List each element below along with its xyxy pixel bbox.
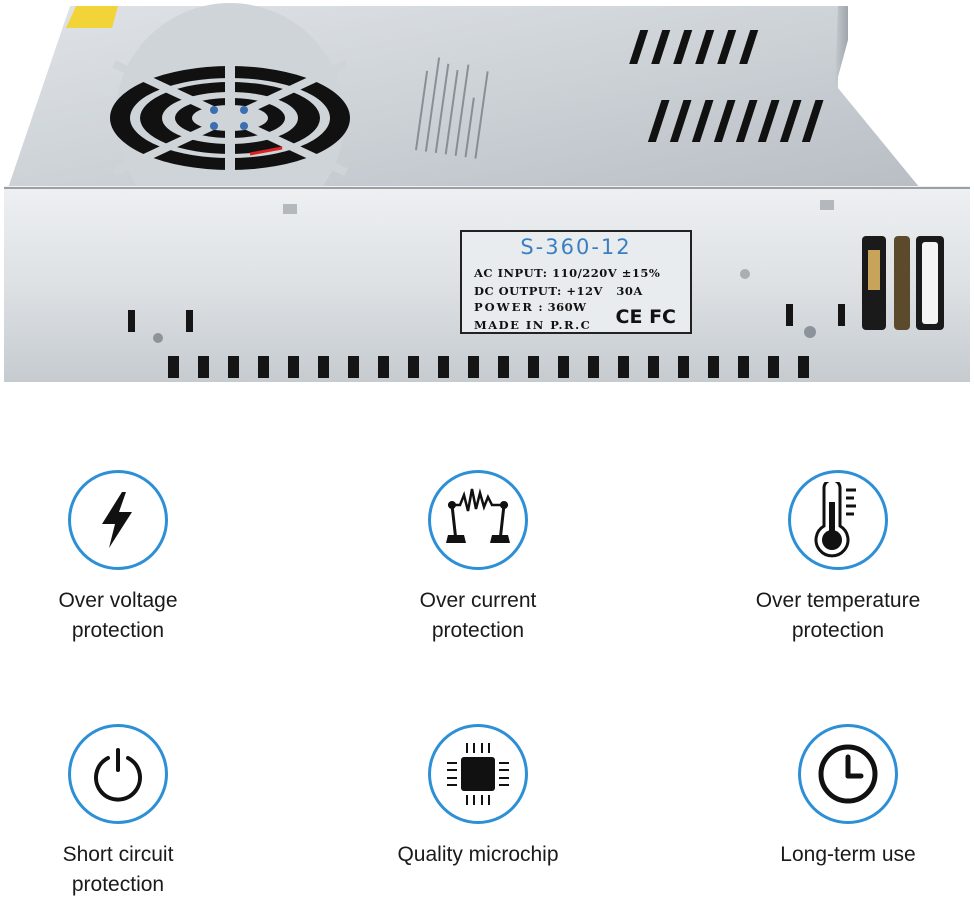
feature-subtitle: protection: [71, 873, 165, 896]
feature-subtitle: protection: [431, 619, 525, 642]
feature-over-current: Over current protection: [358, 470, 598, 646]
feature-over-voltage: Over voltage protection: [0, 470, 238, 646]
feature-icon-circle: [68, 724, 168, 824]
dc-output-line: DC OUTPUT: +12V 30A: [474, 284, 643, 298]
ac-input-value: 110/220V ±15%: [552, 266, 661, 280]
feature-long-term-use: Long-term use: [728, 724, 968, 870]
fan-grill: [110, 3, 350, 233]
rating-label: S-360-12 AC INPUT: 110/220V ±15% DC OUTP…: [460, 230, 692, 334]
thermometer-icon: [814, 482, 856, 558]
power-line: POWER : 360W: [474, 300, 587, 314]
lightning-icon: [102, 492, 132, 548]
resistor-circuit-icon: [446, 488, 510, 543]
features-grid: Over voltage protection Over current pro…: [0, 470, 974, 905]
microchip-icon: [447, 743, 509, 805]
terminal-slots: [862, 236, 944, 330]
ac-input-line: AC INPUT: 110/220V ±15%: [474, 266, 660, 280]
feature-caption: Short circuit protection: [0, 840, 238, 900]
power-label: POWER: [474, 300, 534, 314]
top-vent-slots: [629, 30, 824, 142]
feature-caption: Over temperature protection: [718, 586, 958, 646]
feature-subtitle: protection: [71, 619, 165, 642]
feature-title: Short circuit: [62, 843, 174, 866]
feature-caption: Quality microchip: [358, 840, 598, 870]
power-supply-image: S-360-12 AC INPUT: 110/220V ±15% DC OUTP…: [0, 0, 974, 400]
feature-icon-circle: [428, 470, 528, 570]
feature-icon-circle: [428, 724, 528, 824]
ac-input-label: AC INPUT:: [474, 266, 548, 280]
clock-icon: [818, 744, 878, 804]
model-number: S-360-12: [520, 235, 632, 259]
feature-title: Over temperature: [755, 589, 921, 612]
feature-short-circuit: Short circuit protection: [0, 724, 238, 900]
dc-output-label: DC OUTPUT:: [474, 284, 562, 298]
bottom-vent-slots: [168, 356, 809, 378]
power-supply-illustration: [4, 3, 970, 382]
feature-title: Quality microchip: [397, 843, 559, 866]
power-value: : 360W: [538, 300, 587, 314]
made-in-line: MADE IN P.R.C: [474, 318, 592, 332]
certification-marks: CE FC: [615, 306, 676, 328]
feature-icon-circle: [68, 470, 168, 570]
feature-quality-microchip: Quality microchip: [358, 724, 598, 870]
feature-title: Long-term use: [780, 843, 916, 866]
warning-sticker: [66, 6, 118, 28]
feature-title: Over current: [419, 589, 537, 612]
dc-output-value: +12V 30A: [566, 284, 643, 298]
feature-icon-circle: [788, 470, 888, 570]
notice-text-lines: [415, 57, 489, 159]
feature-icon-circle: [798, 724, 898, 824]
feature-caption: Over voltage protection: [0, 586, 238, 646]
feature-title: Over voltage: [58, 589, 178, 612]
feature-subtitle: protection: [791, 619, 885, 642]
feature-over-temperature: Over temperature protection: [718, 470, 958, 646]
feature-caption: Long-term use: [728, 840, 968, 870]
power-icon: [94, 748, 142, 802]
feature-caption: Over current protection: [358, 586, 598, 646]
